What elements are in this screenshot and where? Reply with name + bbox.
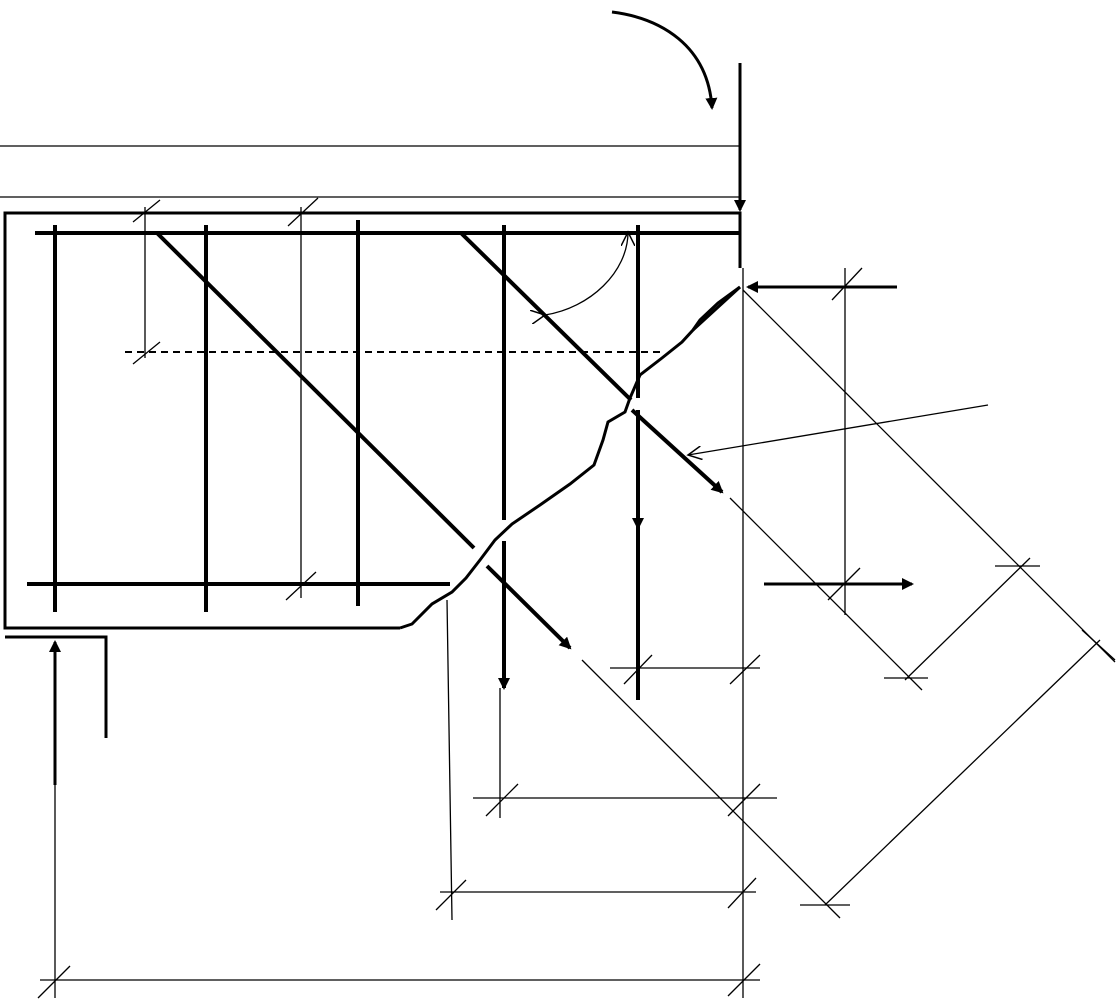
crack-leader: [688, 404, 989, 455]
dim-tick-a1: [132, 199, 161, 223]
dim-tick-h2a: [485, 783, 519, 817]
dim-tick-z2: [827, 567, 861, 601]
inclined-bar-2-lower: [630, 408, 724, 494]
dim-tick-h1a: [623, 654, 653, 685]
dim-tick-h3b: [727, 877, 757, 909]
incl-dim-1-witness: [729, 497, 923, 691]
inclined-bar-1-lower: [485, 564, 572, 650]
dim-tick-a2: [132, 341, 161, 365]
angle-arc: [545, 232, 628, 315]
inclined-bar-1: [155, 231, 476, 550]
inclined-bar-2: [459, 231, 633, 402]
dim-tick-h2b: [727, 783, 761, 817]
crack-tip: [691, 285, 742, 332]
dim-tick-oa: [37, 965, 71, 999]
incl-dim-2-witness-top: [742, 289, 1116, 663]
beam-outline: [3, 211, 742, 630]
top-support-outline: [0, 145, 741, 198]
dim-tick-b2: [285, 571, 317, 601]
dim-tick-b1: [287, 197, 319, 227]
incl-dim-1-line: [904, 557, 1031, 681]
dim-witness-450: [446, 599, 453, 921]
moment-arrow: [611, 10, 718, 110]
inclined-crack: [399, 285, 741, 630]
incl-dim-2-line: [824, 639, 1101, 906]
dim-tick-h3a: [435, 879, 467, 911]
incl-dim-2-tick-b: [1081, 629, 1116, 661]
incl-dim-2-witness-bottom: [581, 659, 841, 919]
dim-tick-z1: [831, 267, 863, 301]
dim-tick-h1b: [729, 654, 761, 685]
bottom-support: [5, 635, 108, 738]
dim-tick-ob: [727, 963, 761, 997]
